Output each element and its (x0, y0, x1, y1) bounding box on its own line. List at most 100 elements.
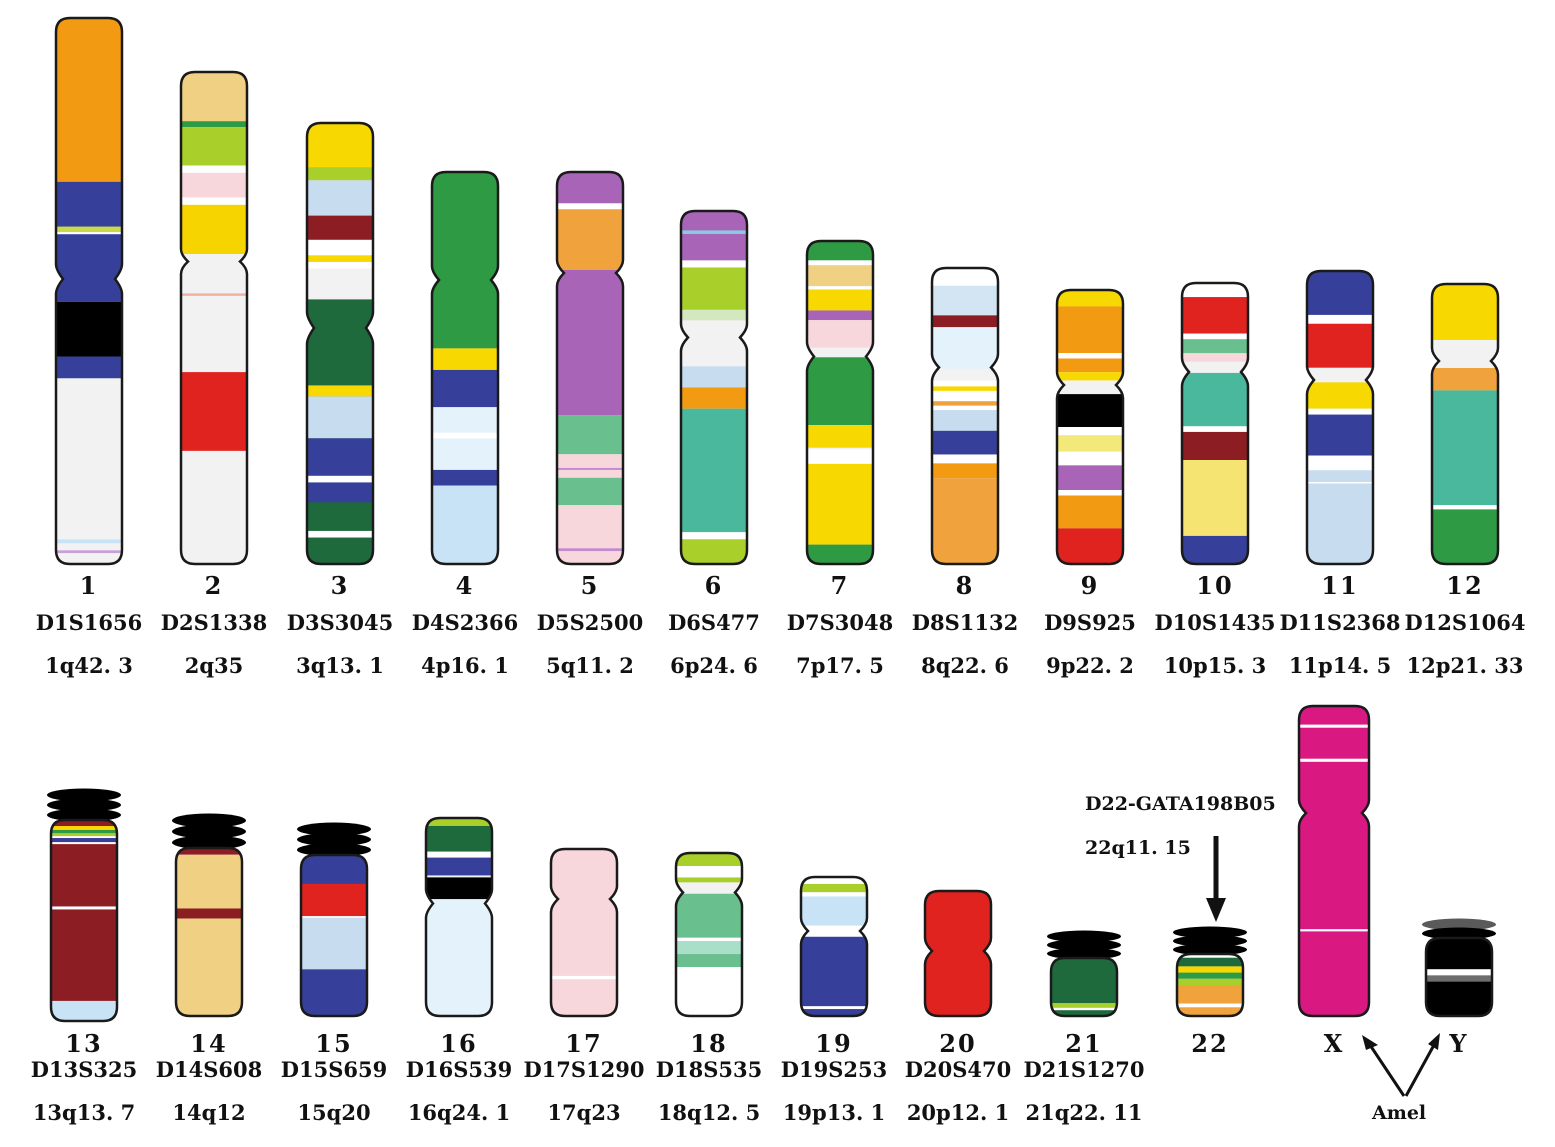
satellite-stalk (297, 843, 371, 857)
chromosome-band (1432, 390, 1498, 506)
cytoband-locus-label: 5q11. 2 (546, 653, 634, 678)
chromosome-band (681, 230, 747, 234)
chromosome-band (1307, 323, 1373, 368)
str-marker-label: D11S2368 (1279, 610, 1400, 635)
chromosome-band (1432, 505, 1498, 510)
str-marker-label: D1S1656 (36, 610, 142, 635)
chromosome-band (1177, 1007, 1243, 1016)
chromosome-band (681, 539, 747, 564)
str-marker-label: D6S477 (668, 610, 760, 635)
chromosome-band (932, 430, 998, 455)
chromosome-x (1297, 704, 1371, 1018)
chr22-arrow-head (1206, 898, 1226, 922)
chromosome-band (56, 539, 122, 544)
chromosome-band (307, 167, 373, 181)
chromosome-number: 18 (690, 1029, 727, 1058)
chromosome-band (1182, 426, 1248, 432)
cytoband-locus-label: 2q35 (185, 653, 244, 678)
chromosome-band (176, 918, 242, 1016)
cytoband-locus-label: 14q12 (172, 1100, 245, 1125)
chromosome-band (307, 215, 373, 240)
chromosome-outline (1055, 288, 1125, 566)
chromosome-band (551, 975, 617, 980)
str-marker-label: D15S659 (281, 1057, 387, 1082)
chromosome-band (676, 941, 742, 955)
chromosome-19 (799, 875, 869, 1018)
str-marker-label: D16S539 (406, 1057, 512, 1082)
chromosome-band (807, 544, 873, 564)
chromosome-band (426, 851, 492, 858)
chromosome-number: 13 (65, 1029, 102, 1058)
chromosome-band (1177, 954, 1243, 958)
chromosome-outline (179, 70, 249, 566)
str-marker-label: D3S3045 (287, 610, 393, 635)
cytoband-locus-label: 13q13. 7 (33, 1100, 135, 1125)
str-marker-label: D21S1270 (1023, 1057, 1144, 1082)
chromosome-band (1182, 431, 1248, 461)
chromosome-3 (305, 121, 375, 566)
chromosome-number: 15 (315, 1029, 352, 1058)
chromosome-band (1299, 724, 1369, 728)
chromosome-band (676, 893, 742, 938)
chromosome-band (181, 72, 247, 122)
chromosome-band (932, 463, 998, 479)
chromosome-band (307, 180, 373, 216)
chromosome-band (1182, 353, 1248, 362)
chromosome-band (181, 197, 247, 205)
chromosome-band (307, 396, 373, 439)
chromosome-outline (799, 875, 869, 1018)
amel-arrow-x-head (1362, 1035, 1378, 1050)
chromosome-18 (674, 851, 744, 1018)
chromosome-band (1057, 495, 1123, 529)
chromosome-band (181, 172, 247, 198)
chromosome-band (1057, 427, 1123, 436)
satellite-stalk (297, 822, 371, 836)
chromosome-band (681, 532, 747, 540)
chromosome-band (426, 825, 492, 852)
chromosome-band (1307, 314, 1373, 324)
chromosome-number: 7 (831, 571, 850, 600)
cytoband-locus-label: 7p17. 5 (796, 653, 884, 678)
chromosome-band (807, 260, 873, 266)
chromosome-band (1057, 528, 1123, 564)
chromosome-band (801, 1009, 867, 1016)
chromosome-band (51, 906, 117, 910)
chromosome-band (801, 936, 867, 1007)
satellite-stalk (1422, 927, 1496, 940)
chromosome-17 (549, 847, 619, 1018)
chromosome-number: 19 (815, 1029, 852, 1058)
chromosome-band (557, 467, 623, 470)
cytoband-locus-label: 20p12. 1 (907, 1100, 1009, 1125)
chromosome-12 (1430, 282, 1500, 566)
chromosome-13 (47, 788, 121, 1023)
chromosome-band (1182, 283, 1248, 298)
chromosome-band (51, 830, 117, 834)
chromosome-22 (1173, 926, 1247, 1018)
chromosome-band (807, 265, 873, 287)
cytoband-locus-label: 18q12. 5 (658, 1100, 760, 1125)
chromosome-band (1057, 290, 1123, 307)
chromosome-y (1422, 918, 1496, 1018)
chromosome-outline (1175, 952, 1245, 1018)
str-marker-label: D14S608 (156, 1057, 262, 1082)
chromosome-band (181, 293, 247, 296)
chromosome-outline (430, 170, 500, 566)
chromosome-band (676, 937, 742, 942)
chromosome-band (56, 356, 122, 379)
satellite-stalk (1047, 930, 1121, 943)
chromosome-band (301, 855, 367, 884)
chromosome-band (181, 127, 247, 166)
chromosome-band (676, 967, 742, 1016)
chromosome-band (681, 211, 747, 261)
chr22-marker-label: D22-GATA198B05 (1085, 793, 1276, 815)
chromosome-band (426, 899, 492, 1016)
satellite-stalk (1173, 926, 1247, 939)
satellite-stalk (47, 798, 121, 812)
satellite-stalk (47, 808, 121, 822)
chromosome-band (56, 301, 122, 357)
chromosome-band (932, 268, 998, 286)
chromosome-band (426, 877, 492, 900)
chromosome-band (801, 896, 867, 926)
cytoband-locus-label: 17q23 (547, 1100, 620, 1125)
chromosome-band (1057, 435, 1123, 452)
